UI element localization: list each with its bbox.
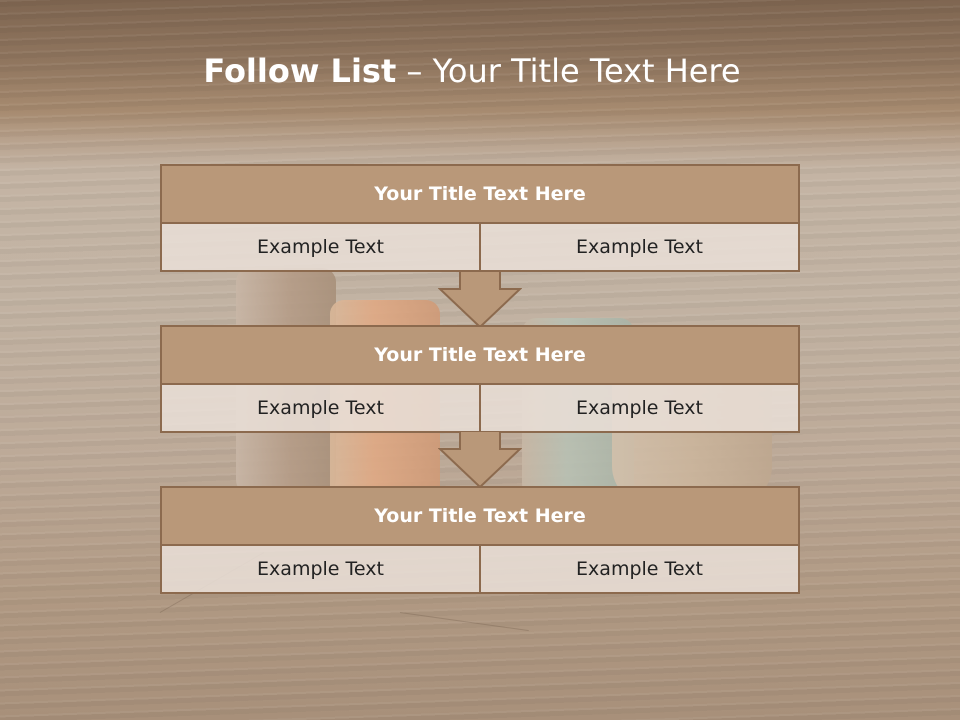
- step-cell-left: Example Text: [257, 236, 384, 258]
- down-arrow-icon: [438, 431, 522, 489]
- step-box-2[interactable]: Your Title Text Here Example Text Exampl…: [160, 325, 800, 433]
- step-box-1[interactable]: Your Title Text Here Example Text Exampl…: [160, 164, 800, 272]
- slide-title[interactable]: Follow List – Your Title Text Here: [0, 52, 944, 90]
- step-row: Example Text Example Text: [162, 546, 798, 592]
- slide-title-rest: – Your Title Text Here: [396, 52, 741, 90]
- slide-title-bold: Follow List: [203, 52, 397, 90]
- step-box-3[interactable]: Your Title Text Here Example Text Exampl…: [160, 486, 800, 594]
- step-title: Your Title Text Here: [162, 166, 798, 224]
- step-row: Example Text Example Text: [162, 385, 798, 431]
- step-cell-right: Example Text: [479, 546, 798, 592]
- step-cell-left: Example Text: [257, 397, 384, 419]
- step-cell-right: Example Text: [479, 224, 798, 270]
- step-cell-right: Example Text: [479, 385, 798, 431]
- down-arrow-icon: [438, 271, 522, 329]
- step-title: Your Title Text Here: [162, 488, 798, 546]
- step-cell-left: Example Text: [257, 558, 384, 580]
- step-title: Your Title Text Here: [162, 327, 798, 385]
- step-row: Example Text Example Text: [162, 224, 798, 270]
